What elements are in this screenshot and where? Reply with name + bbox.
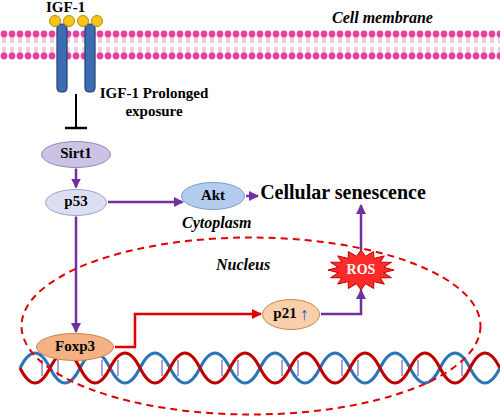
ellipse-shape — [263, 299, 320, 329]
signal-arrow — [115, 314, 261, 347]
inhibition-bar — [65, 127, 87, 130]
receptor — [57, 24, 67, 92]
dna-rungs — [42, 360, 462, 376]
nucleus-outline: NucleusFoxp3 p21↑ — [20, 236, 482, 416]
protein-ellipse: p21↑ — [261, 298, 321, 331]
node-text: Cellular senescence — [260, 181, 426, 204]
signal-arrow — [75, 169, 78, 188]
signal-arrow — [360, 205, 363, 250]
ellipse-shape — [46, 189, 107, 215]
nucleus-membrane — [22, 238, 481, 415]
node-text: ROS — [347, 262, 376, 278]
igf1-ligand — [92, 16, 103, 27]
ellipse-shape — [42, 141, 111, 167]
receptor — [85, 24, 95, 92]
ellipse-shape — [182, 183, 245, 210]
protein-ellipse: Akt — [180, 181, 246, 211]
igf1-ligand — [78, 16, 89, 27]
lipid-bilayer — [0, 30, 500, 60]
protein-ellipse: Foxp3 — [35, 332, 115, 362]
outcome-text: Cellular senescence — [258, 180, 428, 205]
protein-ellipse: p53 — [44, 188, 108, 217]
protein-ellipse: Sirt1 — [40, 140, 112, 169]
ligand-label: IGF-1 — [46, 0, 85, 16]
node-text: Akt — [201, 187, 225, 204]
starburst-shape — [328, 250, 394, 290]
node-text: Foxp3 — [55, 338, 95, 355]
up-arrow-symbol: ↑ — [300, 304, 309, 325]
igf1-ligand — [50, 16, 61, 27]
membrane-label: Cell membrane — [332, 8, 433, 27]
igf1-ligand — [64, 16, 75, 27]
signal-arrow — [246, 195, 258, 198]
ros-starburst: ROS — [328, 250, 394, 290]
compartment-label: Cytoplasm — [182, 213, 251, 232]
inhibition-line — [75, 94, 77, 128]
signal-arrow — [321, 290, 361, 314]
node-text: Sirt1 — [60, 145, 92, 162]
node-text: p53 — [64, 193, 87, 210]
node-text: p21 — [273, 305, 296, 322]
node-text: Nucleus — [216, 256, 270, 274]
ellipse-shape — [37, 334, 114, 361]
signal-arrow — [75, 217, 78, 333]
signal-arrow — [108, 201, 183, 204]
condition-note: IGF-1 Prolonged exposure — [92, 84, 216, 120]
